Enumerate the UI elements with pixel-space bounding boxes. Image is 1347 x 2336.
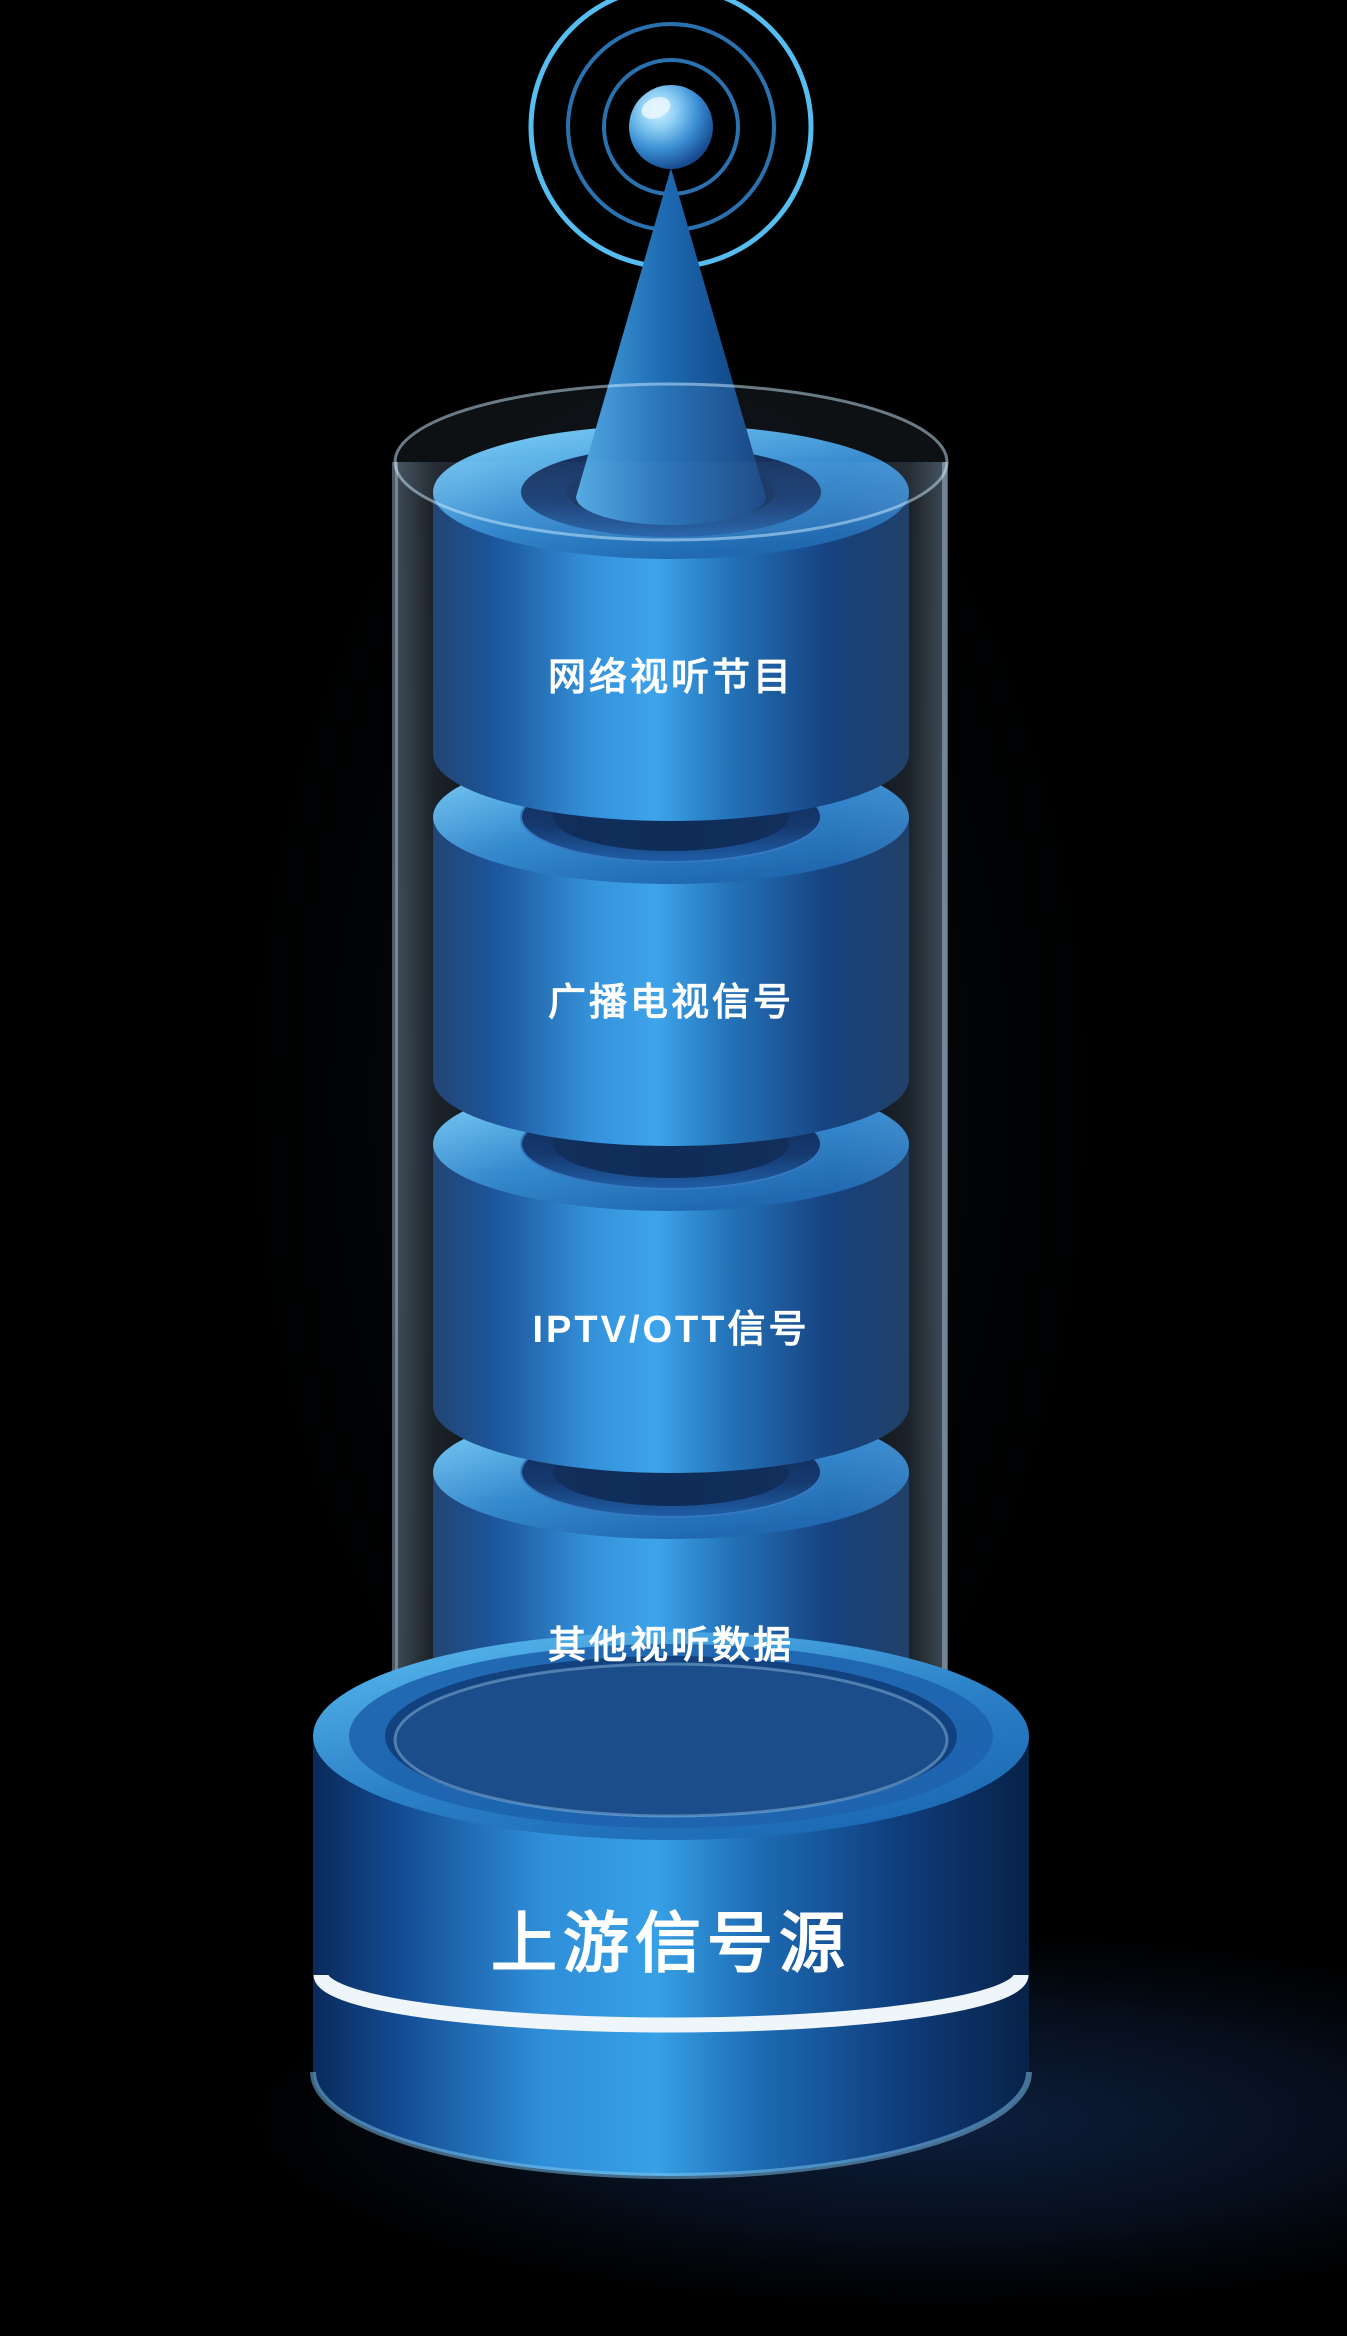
glass-tube-left-edge [392,462,398,1742]
glass-tube-foot [393,1662,949,1818]
segment-3-label: IPTV/OTT信号 [532,1309,809,1351]
base-body [313,1736,1029,2176]
segment-4-label: 其他视听数据 [548,1625,794,1667]
base-stripe [313,1975,1029,2033]
glass-tube [392,382,949,1745]
antenna-sphere [629,85,713,169]
base-pedestal [310,1632,1032,2179]
segment-1-label: 网络视听节目 [548,656,794,699]
glass-tube-rim [393,382,949,542]
antenna-cone [576,168,766,525]
base-bottom-rim [310,2071,1032,2179]
base-label: 上游信号源 [491,1906,851,1980]
sphere-highlight [641,97,671,119]
glass-tube-right-edge [942,462,948,1742]
antenna-icon [576,85,766,525]
segment-2-label: 广播电视信号 [548,982,794,1024]
